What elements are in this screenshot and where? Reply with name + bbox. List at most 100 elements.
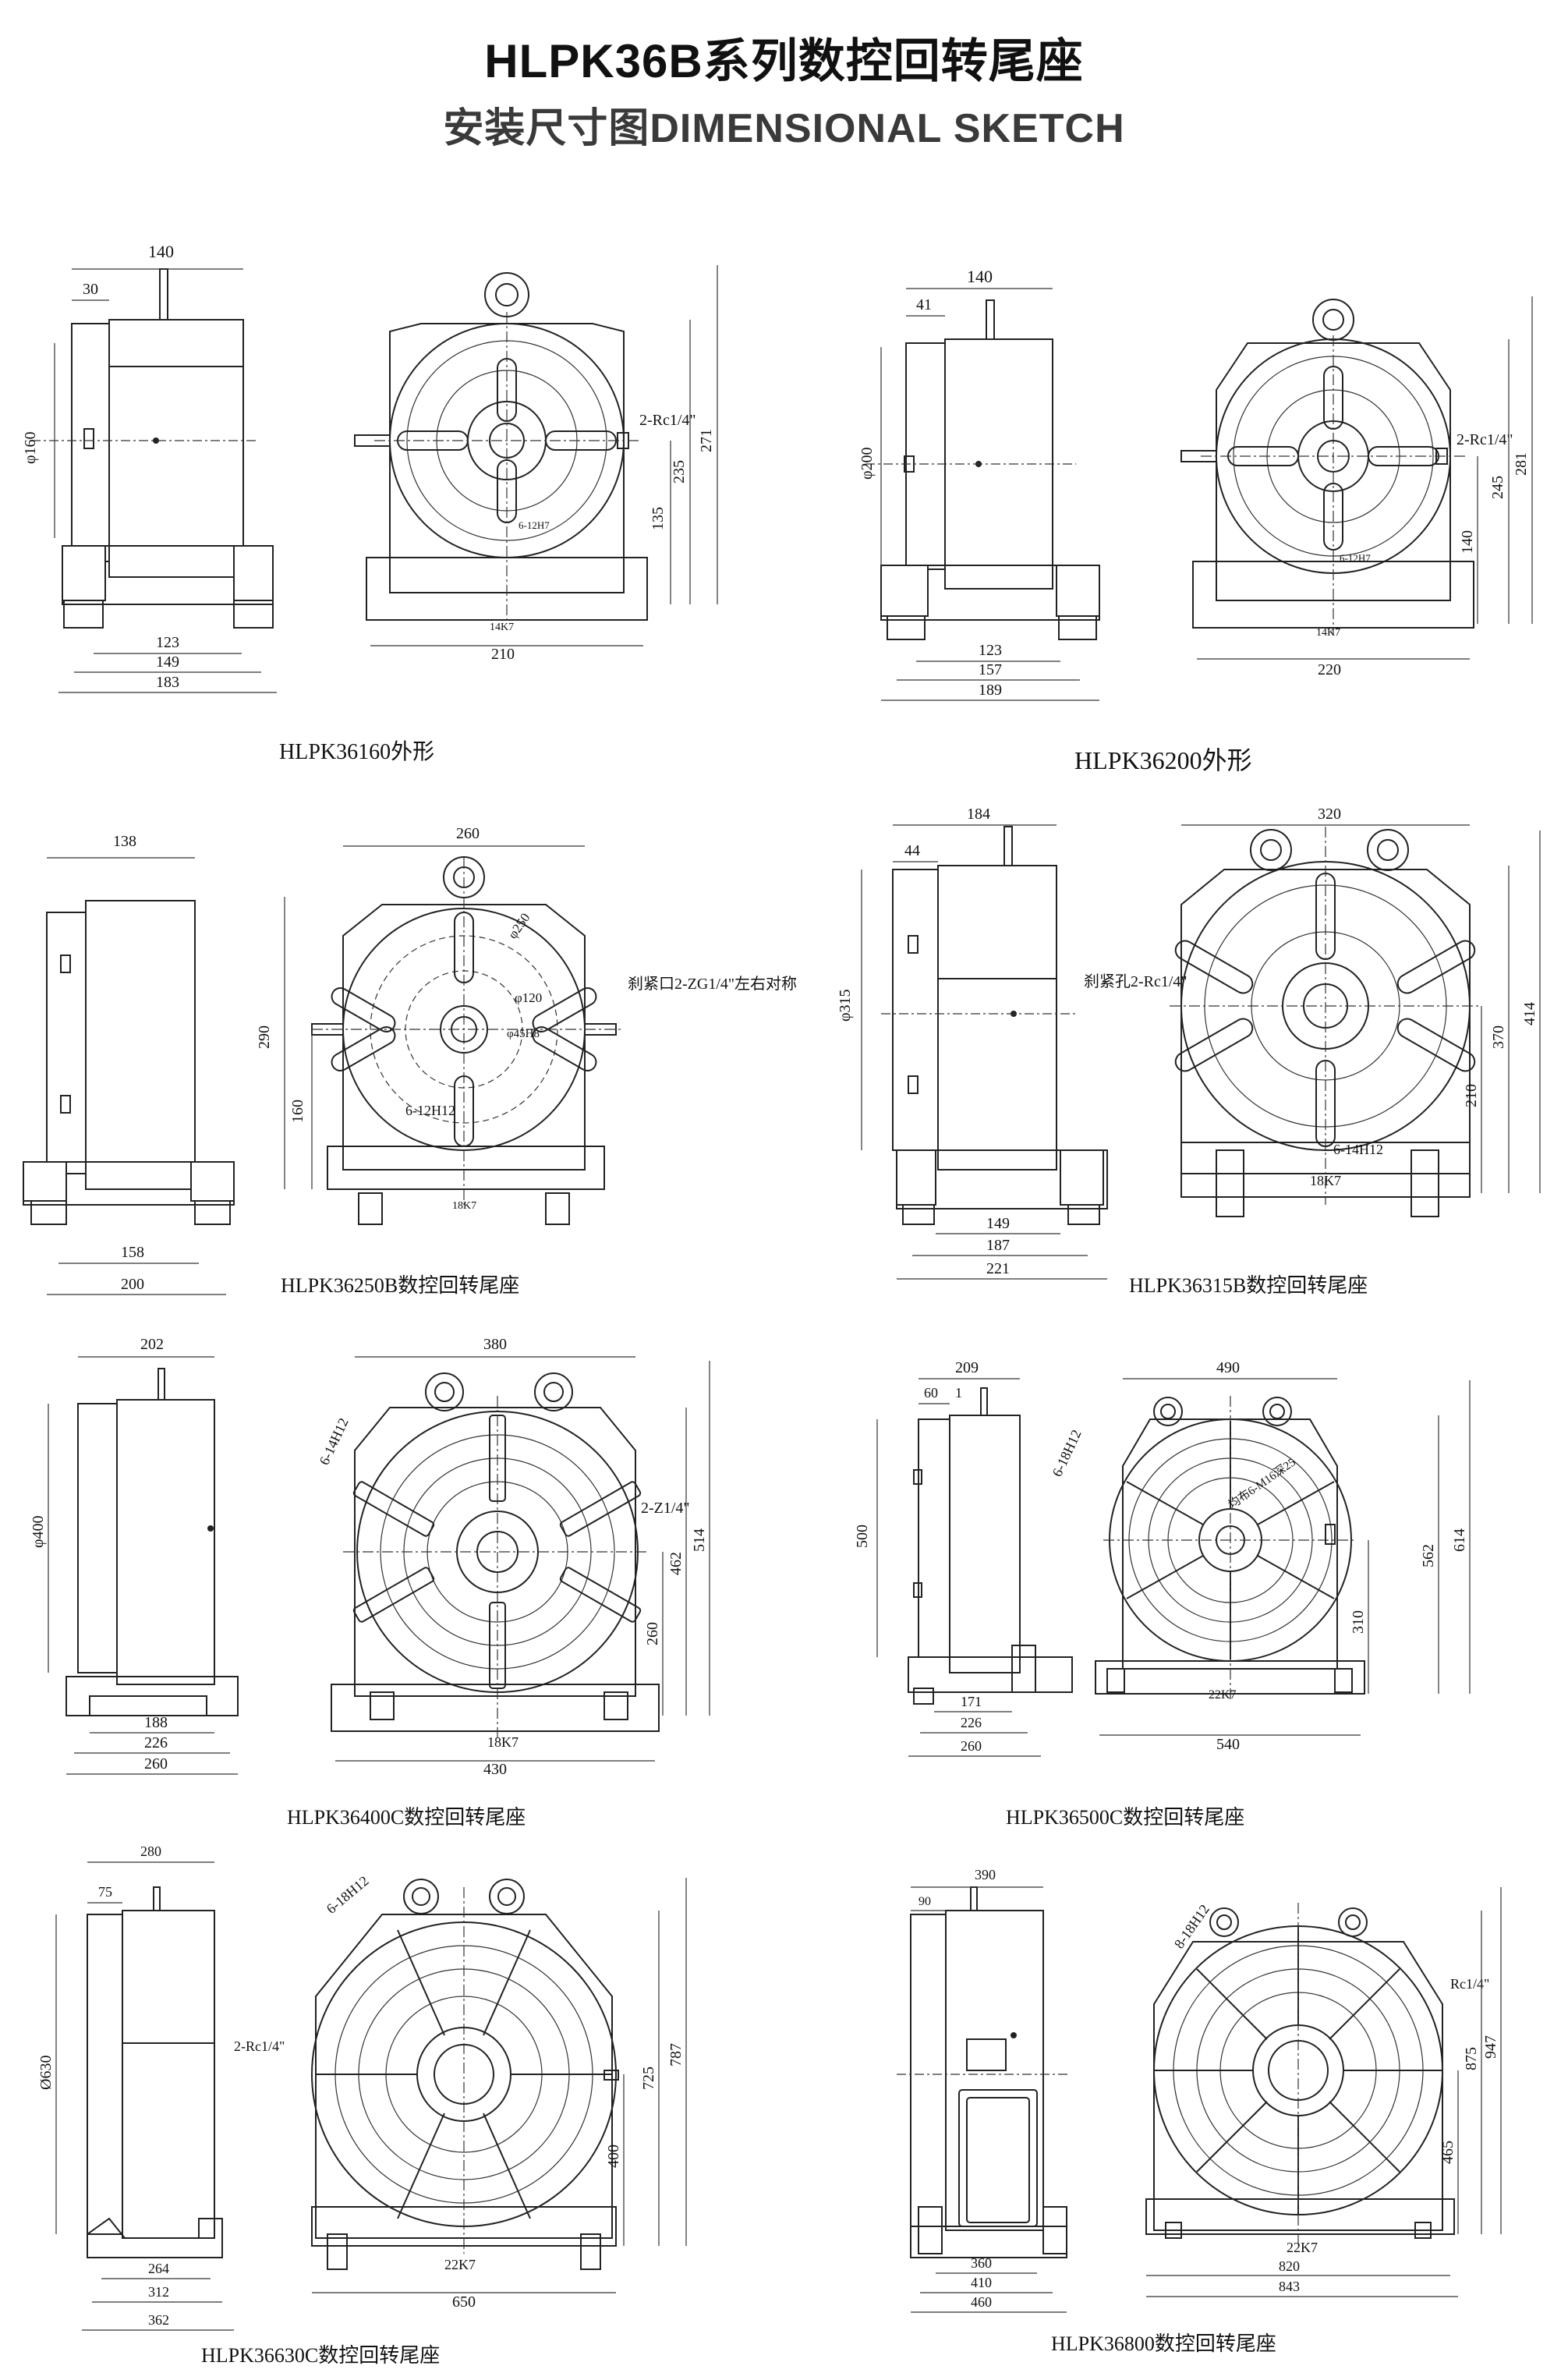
- caption-hlpk36160: HLPK36160外形: [279, 740, 435, 764]
- side-dimensions: 280 75 Ø630 264 312 362: [37, 1843, 234, 2331]
- dim-front-h2: 875: [1463, 2047, 1480, 2070]
- dim-side-offset2: 1: [955, 1385, 962, 1401]
- drawing-hlpk36630c: 280 75 Ø630 264 312 362: [37, 1843, 687, 2331]
- dim-side-b3: 260: [961, 1738, 982, 1754]
- dim-side-b2: 226: [144, 1734, 168, 1751]
- dim-side-top: 184: [967, 806, 990, 823]
- dim-side-b3: 183: [156, 674, 179, 691]
- dim-side-top: 140: [148, 242, 174, 261]
- drawing-hlpk36400c: 202 φ400 188 226 260: [30, 1336, 710, 1778]
- page-subtitle: 安装尺寸图DIMENSIONAL SKETCH: [443, 106, 1125, 151]
- caption-hlpk36250b: HLPK36250B数控回转尾座: [281, 1274, 520, 1297]
- label-key: 22K7: [1287, 2240, 1318, 2255]
- dim-front-base: 843: [1279, 2279, 1300, 2294]
- dim-side-b1: 123: [156, 634, 179, 651]
- dim-side-offset: 90: [919, 1895, 931, 1908]
- drawing-hlpk36250b: 138 158 200: [23, 825, 797, 1295]
- label-port: 刹紧孔2-Rc1/4": [1084, 972, 1188, 990]
- side-view: [23, 900, 235, 1225]
- dim-side-b3: 460: [971, 2294, 992, 2310]
- dim-front-h1: 210: [1463, 1084, 1480, 1107]
- dim-side-dia: φ315: [837, 989, 854, 1022]
- dim-side-b3: 362: [148, 2312, 169, 2328]
- side-view: [31, 268, 274, 629]
- dim-side-b2: 187: [986, 1237, 1010, 1254]
- dim-side-top: 280: [140, 1843, 161, 1859]
- front-dimensions: 320 刹紧孔2-Rc1/4" 6-14H12 18K7 210 370 414: [1084, 806, 1541, 1193]
- dim-front-width: 320: [1318, 806, 1341, 823]
- dim-front-h3: 414: [1521, 1002, 1538, 1025]
- dim-side-top: 140: [967, 267, 993, 286]
- front-view: [1095, 1396, 1365, 1700]
- dim-side-dia: φ400: [30, 1515, 47, 1548]
- drawing-hlpk36315b: 184 44 φ315 149 187 221: [837, 806, 1541, 1280]
- front-view: [354, 272, 648, 624]
- dim-side-offset: 44: [904, 842, 920, 859]
- dim-side-b3: 189: [979, 682, 1002, 699]
- dim-side-dia: Ø630: [37, 2056, 55, 2090]
- dim-front-base: 540: [1216, 1736, 1240, 1753]
- caption-hlpk36500c: HLPK36500C数控回转尾座: [1006, 1806, 1245, 1829]
- dim-side-b1: 171: [961, 1694, 982, 1709]
- dim-side-dia: φ200: [858, 447, 876, 480]
- side-dimensions: 390 90 360 410 460: [911, 1867, 1067, 2313]
- drawing-hlpk36160: 140 30 φ160 123 149 183: [22, 242, 718, 693]
- dim-front-width: 220: [1318, 661, 1341, 678]
- caption-hlpk36400c: HLPK36400C数控回转尾座: [287, 1806, 526, 1829]
- dim-side-b2: 410: [971, 2275, 992, 2290]
- dim-front-h3: 281: [1513, 452, 1530, 476]
- dim-front-h2: 370: [1490, 1025, 1507, 1049]
- dim-front-base: 430: [483, 1761, 507, 1778]
- dim-front-h2: 290: [256, 1025, 273, 1049]
- dim-front-h2: 462: [667, 1552, 685, 1575]
- front-dimensions: 380 6-14H12 2-Z1/4" 18K7 430 260 462 514: [316, 1336, 710, 1778]
- dim-side-dia: 500: [854, 1525, 871, 1548]
- dim-side-b1: 188: [144, 1714, 168, 1731]
- side-view: [87, 1886, 223, 2258]
- front-view: [1170, 827, 1481, 1217]
- side-view: [865, 299, 1100, 640]
- dim-side-b1: 264: [148, 2261, 169, 2276]
- label-key: 14K7: [1316, 627, 1340, 639]
- label-slot: 6-12H12: [405, 1103, 455, 1118]
- dim-front-h1: 160: [289, 1100, 306, 1123]
- side-view: [65, 1368, 239, 1716]
- dim-side-top: 138: [113, 833, 136, 850]
- dim-front-h3: 614: [1451, 1528, 1468, 1552]
- front-view: [311, 856, 624, 1225]
- front-view: [1180, 299, 1474, 636]
- dim-front-h3: 947: [1482, 2035, 1499, 2059]
- dim-side-b1: 123: [979, 642, 1002, 659]
- dim-side-b2: 226: [961, 1715, 982, 1730]
- label-d2: φ120: [515, 990, 542, 1005]
- side-dimensions: 202 φ400 188 226 260: [30, 1336, 238, 1775]
- front-dimensions: 2-Rc1/4" 6-12H7 14K7 220 140 245 281: [1197, 296, 1533, 678]
- front-view: [331, 1372, 660, 1739]
- dim-side-b1: 360: [971, 2255, 992, 2271]
- drawing-hlpk36500c: 209 60 1 500 171 226 260: [854, 1359, 1471, 1757]
- dim-front-width: 260: [456, 825, 480, 842]
- dim-side-b2: 200: [121, 1276, 144, 1293]
- front-view: [311, 1879, 619, 2270]
- side-dimensions: 140 30 φ160 123 149 183: [22, 242, 277, 693]
- page-title: HLPK36B系列数控回转尾座: [484, 35, 1084, 87]
- dim-front-h1: 465: [1439, 2141, 1457, 2164]
- dim-front-h3: 271: [698, 429, 715, 452]
- caption-hlpk36315b: HLPK36315B数控回转尾座: [1129, 1274, 1368, 1297]
- dim-side-top: 209: [955, 1359, 979, 1376]
- dim-front-h2: 725: [640, 2067, 657, 2090]
- dim-front-width: 820: [1279, 2258, 1300, 2274]
- dim-front-h2: 245: [1489, 476, 1506, 499]
- dim-front-h2: 235: [671, 460, 688, 483]
- caption-hlpk36200: HLPK36200外形: [1074, 746, 1252, 774]
- front-view: [1145, 1903, 1455, 2246]
- dim-front-h2: 562: [1420, 1544, 1437, 1567]
- dim-front-width: 490: [1216, 1359, 1240, 1376]
- label-slot: 6-12H7: [1340, 552, 1371, 564]
- label-port: 刹紧口2-ZG1/4"左右对称: [628, 975, 797, 993]
- dim-side-offset: 60: [924, 1385, 938, 1401]
- dim-side-b3: 221: [986, 1260, 1010, 1277]
- label-slot: 6-14H12: [1333, 1142, 1383, 1157]
- dim-front-h1: 260: [644, 1622, 661, 1645]
- side-dimensions: 184 44 φ315 149 187 221: [837, 806, 1107, 1280]
